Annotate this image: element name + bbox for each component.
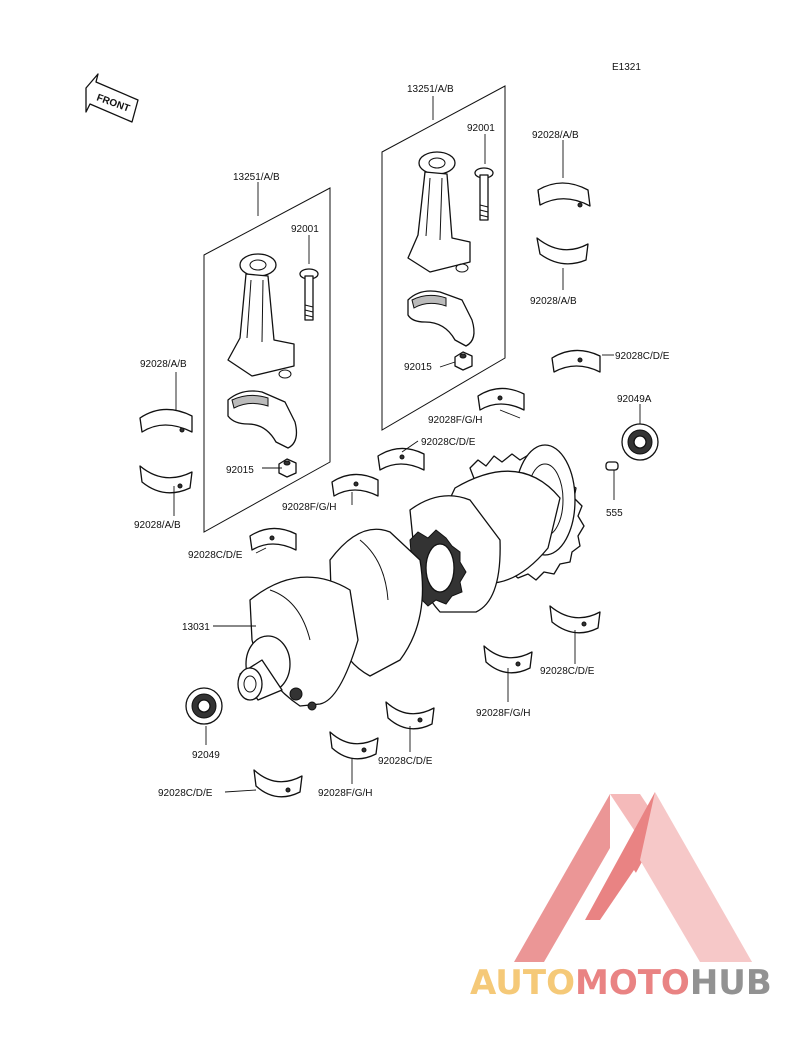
conrod-group-right-box (381, 85, 506, 431)
bearing-shell-ab-left2 (139, 465, 193, 494)
label-conrod-left: 13251/A/B (233, 172, 280, 183)
label-bearing-ab-left1: 92028/A/B (140, 359, 187, 370)
bearing-shell-fgh-right (477, 387, 525, 411)
bearing-shell-cd-lowright (549, 605, 601, 634)
label-bearing-fgh-bottom: 92028F/G/H (318, 788, 372, 799)
label-conrod-right: 13251/A/B (407, 84, 454, 95)
oil-seal-right (621, 423, 659, 461)
label-seal-right: 92049A (617, 394, 652, 405)
label-bearing-cd-mid: 92028C/D/E (421, 437, 476, 448)
bearing-shell-cd-low (385, 701, 435, 730)
logo-text-moto: MOTO (575, 963, 690, 1003)
leader-lines (173, 96, 641, 793)
bearing-shell-tr-top (537, 182, 591, 208)
bearing-shell-fgh-low (483, 645, 533, 674)
front-arrow-icon: FRONT (85, 73, 139, 123)
label-bolt-right: 92001 (467, 123, 495, 134)
label-crankshaft: 13031 (182, 622, 210, 633)
label-nut-left: 92015 (226, 465, 254, 476)
oil-seal-left (185, 687, 223, 725)
bearing-shell-cd-left (249, 527, 297, 551)
bearing-shell-tr-bottom (536, 237, 589, 265)
conrod-group-left-box (203, 187, 331, 533)
conrod-left (227, 253, 298, 449)
label-bearing-cd-right: 92028C/D/E (615, 351, 670, 362)
label-bearing-tr-top: 92028/A/B (532, 130, 579, 141)
bearing-shell-cd-mid (377, 447, 425, 471)
label-bearing-tr-bottom: 92028/A/B (530, 296, 577, 307)
label-bearing-cd-bottomleft: 92028C/D/E (158, 788, 213, 799)
logo-text-auto: AUTO (470, 963, 575, 1003)
bolt-right (474, 167, 494, 221)
label-bolt-left: 92001 (291, 224, 319, 235)
svg-text:AUTOMOTOHUB: AUTOMOTOHUB (470, 963, 772, 1003)
label-bearing-cd-low: 92028C/D/E (378, 756, 433, 767)
bolt-left (299, 268, 319, 321)
label-bearing-cd-left: 92028C/D/E (188, 550, 243, 561)
logo-text-hub: HUB (690, 963, 772, 1003)
diagram-code: E1321 (612, 62, 641, 73)
label-bearing-cd-lowright: 92028C/D/E (540, 666, 595, 677)
bearing-shell-cd-right (551, 349, 601, 373)
dowel-pin (605, 461, 619, 471)
label-bearing-fgh-low: 92028F/G/H (476, 708, 530, 719)
bearing-shell-ab-left1 (139, 408, 193, 433)
bearing-shell-cd-bottomleft (253, 769, 303, 798)
nut-left (278, 458, 297, 478)
label-bearing-fgh-right: 92028F/G/H (428, 415, 482, 426)
label-bearing-ab-left2: 92028/A/B (134, 520, 181, 531)
nut-right (454, 351, 473, 371)
label-bearing-fgh-mid: 92028F/G/H (282, 502, 336, 513)
automotohub-logo: AUTOMOTOHUB (470, 792, 772, 1003)
bearing-shell-fgh-mid (331, 473, 379, 497)
label-seal-left: 92049 (192, 750, 220, 761)
crankshaft (237, 444, 585, 711)
label-nut-right: 92015 (404, 362, 432, 373)
bearing-shell-fgh-bottom (329, 731, 379, 760)
conrod-right (407, 151, 475, 347)
label-pin: 555 (606, 508, 623, 519)
